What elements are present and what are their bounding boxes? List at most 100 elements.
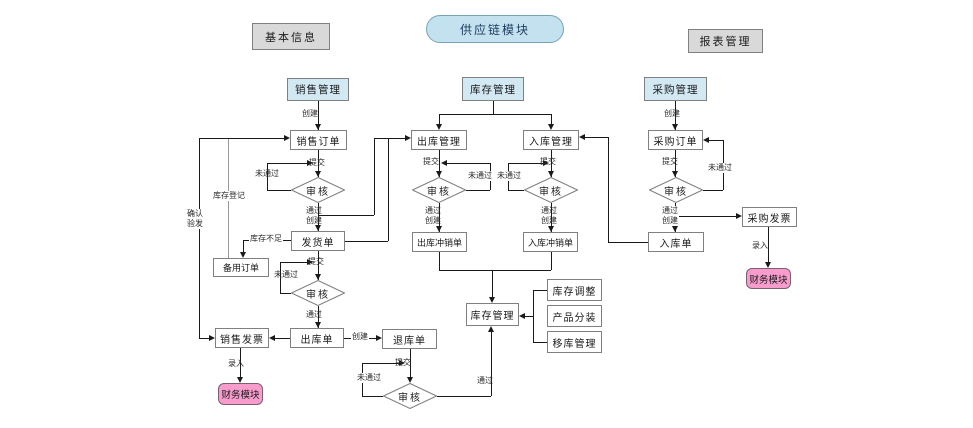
return-order-label: 退库单	[393, 335, 426, 347]
review-label: 审核	[306, 289, 330, 301]
inventory-adjust-node: 库存调整	[547, 279, 602, 301]
flow-line	[533, 290, 547, 291]
ship-order-review-diamond: 审核	[291, 280, 345, 306]
finance-module-label: 财务模块	[749, 274, 788, 286]
backup-order-node: 备用订单	[213, 258, 269, 277]
review-label: 审核	[306, 186, 330, 198]
finance-module-right-node: 财务模块	[746, 268, 791, 289]
flow-line	[280, 262, 281, 293]
inbound-writeoff-node: 入库冲销单	[523, 232, 578, 252]
warehouse-move-label: 移库管理	[552, 338, 597, 350]
inventory-mgmt-mid-node: 库存管理	[466, 303, 519, 326]
diamond-shape	[291, 177, 345, 203]
flow-line	[439, 150, 440, 177]
edge-label-fail: 未通过	[274, 270, 298, 279]
flow-line	[492, 270, 493, 297]
flow-line	[439, 114, 551, 115]
return-review-diamond: 审核	[383, 383, 437, 409]
flow-line	[374, 138, 375, 215]
purchase-review-diamond: 审核	[649, 177, 703, 203]
outbound-writeoff-label: 出库冲销单	[416, 237, 462, 248]
edge-label-submit: 提交	[395, 358, 411, 367]
edge-label-submit: 提交	[423, 157, 439, 166]
inventory-mgmt-mid-label: 库存管理	[470, 311, 515, 322]
flow-line	[318, 215, 374, 216]
arrowhead	[284, 135, 290, 141]
flow-line	[318, 251, 319, 280]
flow-line	[533, 342, 547, 343]
ship-order-label: 发货单	[301, 237, 335, 249]
review-label: 审核	[539, 186, 563, 198]
arrowhead	[399, 360, 405, 366]
sales-mgmt-label: 销售管理	[295, 84, 341, 96]
review-label: 审核	[664, 186, 688, 198]
flow-line	[768, 227, 769, 262]
flow-line	[267, 163, 307, 164]
module-title-label: 供应链模块	[459, 22, 530, 37]
edge-label-entry: 录入	[752, 241, 768, 250]
inventory-mgmt-top-node: 库存管理	[462, 77, 524, 101]
inbound-order-node: 入库单	[648, 232, 704, 252]
arrowhead	[436, 226, 442, 232]
arrowhead	[519, 313, 525, 319]
edge-label-confirm-ship: 确认 验发	[186, 209, 204, 229]
outbound-mgmt-label: 出库管理	[417, 136, 461, 148]
flow-line	[267, 190, 291, 191]
flow-line	[388, 139, 389, 241]
flow-line	[551, 114, 552, 124]
flow-line	[675, 101, 676, 130]
review-label: 审核	[427, 186, 451, 198]
flow-line	[491, 332, 492, 396]
inventory-mgmt-top-label: 库存管理	[470, 83, 516, 96]
flow-line	[199, 338, 209, 339]
arrowhead	[240, 252, 246, 258]
edge-label-fail: 未通过	[467, 171, 493, 181]
flow-line	[439, 270, 551, 271]
flow-line	[493, 101, 494, 114]
diamond-shape	[524, 177, 578, 203]
edge-label-create: 创建	[541, 216, 557, 225]
edge-label-submit: 提交	[308, 257, 324, 266]
arrowhead	[307, 160, 313, 166]
diamond-shape	[291, 280, 345, 306]
flow-line	[318, 101, 319, 130]
arrowhead	[376, 335, 382, 341]
flow-line	[703, 190, 723, 191]
flow-line	[675, 216, 736, 217]
purchase-invoice-node: 采购发票	[742, 207, 797, 227]
arrowhead	[436, 124, 442, 130]
edge-label-create: 创建	[351, 332, 369, 342]
purchase-invoice-label: 采购发票	[747, 213, 792, 225]
product-pack-label: 产品分装	[552, 312, 597, 324]
review-label: 审核	[398, 392, 422, 404]
flow-line	[508, 190, 524, 191]
edge-label-pass: 通过	[477, 376, 493, 385]
return-order-node: 退库单	[382, 329, 437, 349]
sales-invoice-node: 销售发票	[215, 328, 269, 348]
finance-module-left-node: 财务模块	[218, 383, 263, 405]
arrowhead	[548, 171, 554, 177]
edge-label-submit: 提交	[309, 158, 325, 167]
flow-line	[525, 316, 533, 317]
edge-label-fail: 未通过	[496, 171, 522, 181]
outbound-order-node: 出库单	[290, 328, 344, 348]
arrowhead	[765, 262, 771, 268]
inbound-writeoff-label: 入库冲销单	[527, 237, 573, 248]
flow-line	[533, 290, 534, 342]
flow-line	[439, 114, 440, 124]
flow-line	[273, 338, 290, 339]
basic-info-label: 基本信息	[265, 31, 317, 44]
edge-label-stock-shortage: 库存不足	[249, 234, 283, 244]
report-mgmt-label: 报表管理	[699, 36, 752, 48]
flow-line	[608, 137, 609, 242]
arrowhead	[315, 171, 321, 177]
ship-order-node: 发货单	[291, 231, 345, 251]
finance-module-label: 财务模块	[221, 390, 260, 401]
arrowhead	[488, 326, 494, 332]
flow-line	[466, 190, 490, 191]
edge-label-create: 创建	[425, 216, 441, 225]
edge-label-create: 创建	[664, 109, 680, 118]
purchase-mgmt-node: 采购管理	[644, 77, 707, 101]
arrowhead	[269, 335, 275, 341]
